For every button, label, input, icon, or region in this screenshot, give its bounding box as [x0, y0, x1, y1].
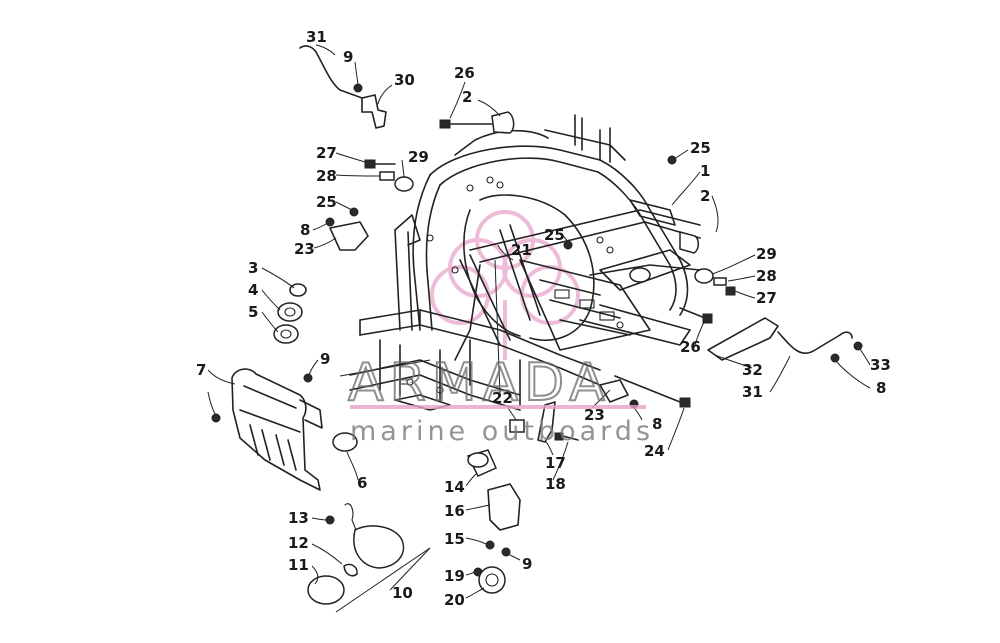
bushing-29-left — [394, 176, 414, 192]
cap-2-right — [679, 231, 699, 254]
bolt-26-top — [439, 119, 493, 129]
callout-5: 5 — [248, 303, 258, 321]
callout-27-left: 27 — [316, 144, 337, 162]
nut-25-right — [667, 155, 677, 165]
callout-4: 4 — [248, 281, 258, 299]
callout-29-left: 29 — [408, 148, 429, 166]
bracket-23-left — [329, 221, 369, 251]
grommet-6 — [332, 432, 358, 452]
callout-16: 16 — [444, 502, 465, 520]
bolt-8-left — [325, 217, 335, 227]
callout-20: 20 — [444, 591, 465, 609]
cap-2-top — [491, 111, 515, 134]
spacer-28-left — [379, 171, 395, 181]
callout-31-top: 31 — [306, 28, 327, 46]
callout-23-right: 23 — [584, 406, 605, 424]
bulb-12 — [343, 563, 358, 577]
callout-28-right: 28 — [756, 267, 777, 285]
spacer-28-right — [713, 277, 727, 286]
bolt-18 — [554, 432, 579, 441]
headlight-10 — [344, 503, 405, 569]
callout-25-right: 25 — [690, 139, 711, 157]
callout-8-right: 8 — [876, 379, 886, 397]
callout-9-top: 9 — [343, 48, 353, 66]
callout-8-mid: 8 — [652, 415, 662, 433]
callout-30: 30 — [394, 71, 415, 89]
callout-3: 3 — [248, 259, 258, 277]
bolt-26-right — [679, 307, 713, 324]
cable-31-right — [777, 331, 853, 355]
nut-33 — [853, 341, 863, 351]
callout-10: 10 — [392, 584, 413, 602]
callout-8-left: 8 — [300, 221, 310, 239]
callout-15: 15 — [444, 530, 465, 548]
callout-32: 32 — [742, 361, 763, 379]
callout-33: 33 — [870, 356, 891, 374]
frame-assembly — [349, 114, 701, 411]
horn-20 — [478, 566, 506, 594]
callout-11: 11 — [288, 556, 309, 574]
callout-24: 24 — [644, 442, 665, 460]
callout-31-right: 31 — [742, 383, 763, 401]
callout-9-front: 9 — [320, 350, 330, 368]
callout-12: 12 — [288, 534, 309, 552]
callout-23-left: 23 — [294, 240, 315, 258]
front-bumper-7 — [231, 368, 323, 491]
bracket-16 — [487, 483, 521, 531]
callout-21: 21 — [511, 241, 532, 259]
callout-25-center: 25 — [544, 226, 565, 244]
nut-25-center — [563, 240, 573, 250]
watermark-tagline: marine outboards — [350, 416, 654, 447]
tube-1 — [629, 199, 676, 226]
bearing-4 — [277, 302, 303, 322]
callout-26-top: 26 — [454, 64, 475, 82]
lens-11 — [307, 575, 345, 605]
callout-26-right: 26 — [680, 338, 701, 356]
callout-19: 19 — [444, 567, 465, 585]
leader-lines — [207, 44, 871, 613]
bracket-17 — [537, 401, 556, 443]
nut-9-front — [303, 373, 313, 383]
callout-1: 1 — [700, 162, 710, 180]
bushing-29-right — [694, 268, 714, 284]
callout-13: 13 — [288, 509, 309, 527]
plate-32 — [707, 317, 779, 361]
callout-9-lower: 9 — [522, 555, 532, 573]
callout-7: 7 — [196, 361, 206, 379]
callout-28-left: 28 — [316, 167, 337, 185]
callout-17: 17 — [545, 454, 566, 472]
snap-ring-3 — [289, 283, 307, 297]
watermark-brand: ARMADA — [348, 353, 611, 413]
watermark-divider — [350, 405, 646, 409]
callout-25-left: 25 — [316, 193, 337, 211]
callout-2-top: 2 — [462, 88, 472, 106]
bolt-24 — [614, 375, 691, 408]
bolt-8-right — [830, 353, 840, 363]
nut-9-top — [353, 83, 363, 93]
bushing-22 — [509, 419, 525, 433]
rubber-mount-14 — [466, 449, 497, 477]
bolt-27-left — [364, 159, 396, 169]
callout-2-right: 2 — [700, 187, 710, 205]
callout-14: 14 — [444, 478, 465, 496]
bolt-15 — [485, 540, 495, 550]
bolt-8-front — [211, 413, 221, 423]
cable-31-top — [299, 45, 363, 99]
callout-18: 18 — [545, 475, 566, 493]
callout-29-right: 29 — [756, 245, 777, 263]
clip-30 — [361, 94, 387, 129]
callout-22: 22 — [492, 389, 513, 407]
callout-27-right: 27 — [756, 289, 777, 307]
nut-13 — [325, 515, 335, 525]
bearing-5 — [273, 324, 299, 344]
bracket-23-right — [599, 379, 629, 403]
bolt-27-right — [725, 286, 736, 296]
callout-6: 6 — [357, 474, 367, 492]
callout-labels: 31 9 30 26 2 27 29 28 25 8 23 3 4 5 7 9 … — [196, 28, 891, 609]
